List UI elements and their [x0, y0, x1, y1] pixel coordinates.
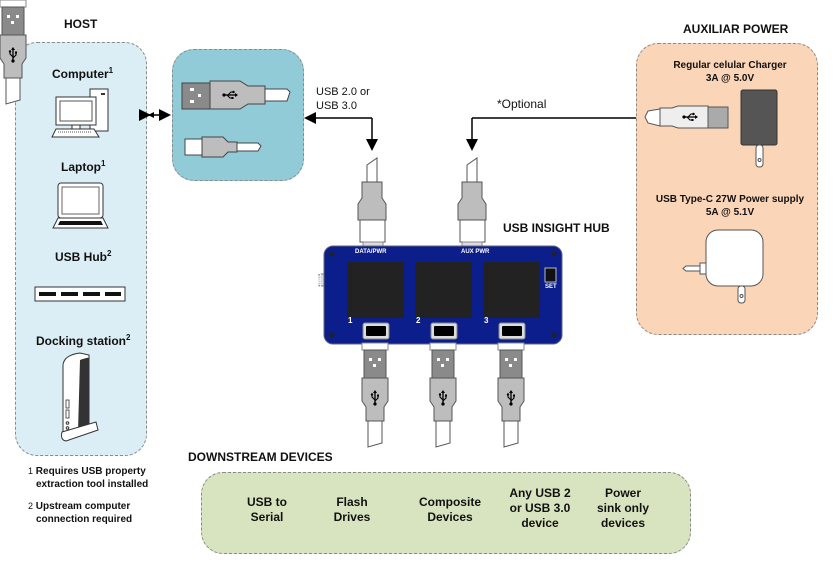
footnote-2: 2 Upstream computer connection required — [28, 501, 133, 525]
cable-panel — [172, 49, 304, 181]
usb-cable-icon — [644, 105, 729, 129]
charger2-label: USB Type-C 27W Power supply 5A @ 5.1V — [655, 194, 805, 218]
usb-data-arrow — [304, 112, 378, 151]
downstream-plug-3-icon — [498, 343, 524, 447]
device-label: Laptop — [61, 160, 101, 174]
upstream-data-plug-icon — [357, 157, 387, 243]
hub-aux-pwr-label: AUX PWR — [461, 249, 490, 255]
device-label: USB Hub — [55, 250, 107, 264]
optional-power-arrow — [466, 117, 636, 151]
aux-power-title: AUXILIAR POWER — [683, 22, 789, 36]
note-ref: 1 — [101, 159, 106, 168]
downstream-plug-1-icon — [362, 343, 388, 447]
hub-port-number-2: 2 — [416, 316, 421, 325]
hub-port-number-3: 3 — [484, 316, 489, 325]
usb-hub-icon — [34, 286, 126, 302]
downstream-title: DOWNSTREAM DEVICES — [188, 450, 333, 464]
port-display-2 — [415, 262, 472, 318]
usb-a-plug-icon — [181, 80, 291, 110]
usb-b-plug-icon — [184, 136, 262, 158]
footnote-1: 1 Requires USB property extraction tool … — [28, 466, 149, 490]
device-label: Computer — [52, 67, 109, 81]
device-label: Docking station — [36, 334, 127, 348]
desktop-computer-icon — [51, 88, 109, 138]
note-ref: 2 — [126, 333, 131, 342]
laptop-icon — [52, 182, 109, 229]
host-device-docking: Docking station2 — [36, 333, 130, 348]
docking-station-icon — [61, 352, 99, 442]
charger1-label: Regular celular Charger 3A @ 5.0V — [673, 60, 787, 84]
host-title: HOST — [64, 17, 98, 31]
host-device-usb-hub: USB Hub2 — [55, 249, 111, 264]
hub-on-off-label[interactable]: ON/OFF — [317, 265, 323, 288]
hub-port-number-1: 1 — [348, 316, 353, 325]
aux-power-panel — [636, 43, 818, 335]
note-ref: 2 — [107, 249, 112, 258]
hub-set-button[interactable]: SET — [545, 284, 557, 290]
host-device-computer: Computer1 — [52, 66, 113, 81]
upstream-aux-plug-icon — [457, 157, 487, 243]
hub-data-pwr-label: DATA/PWR — [355, 249, 387, 255]
usb-version-label: USB 2.0 or USB 3.0 — [316, 86, 370, 112]
port-display-3 — [483, 262, 540, 318]
usb-insight-hub — [318, 241, 563, 345]
downstream-panel — [201, 472, 691, 554]
port-display-1 — [347, 262, 404, 318]
cellular-charger-icon — [740, 89, 778, 168]
optional-label: *Optional — [497, 97, 547, 111]
usb-c-power-supply-icon — [682, 229, 764, 304]
hub-title: USB INSIGHT HUB — [503, 221, 610, 235]
downstream-plug-2-icon — [430, 343, 456, 447]
note-ref: 1 — [108, 66, 114, 75]
host-device-laptop: Laptop1 — [61, 159, 105, 174]
